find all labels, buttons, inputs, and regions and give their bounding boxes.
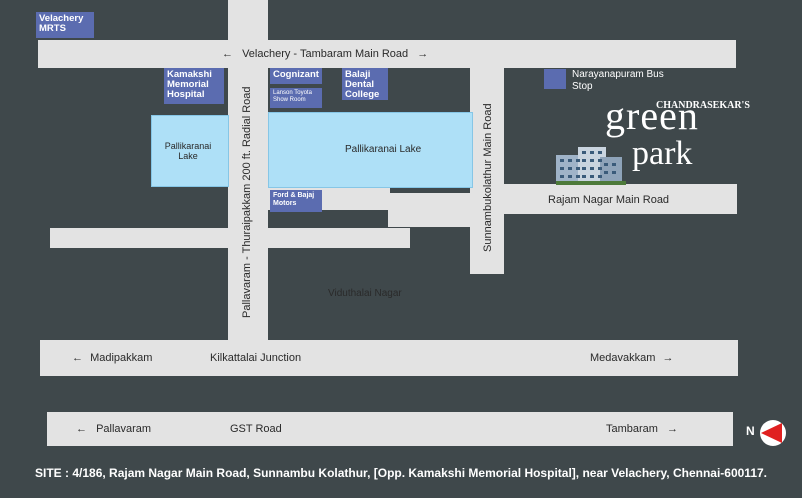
site-address-footer: SITE : 4/186, Rajam Nagar Main Road, Sun…: [35, 466, 767, 480]
sunnambukolathur-road: [470, 68, 504, 274]
velachery-tambaram-road: [38, 40, 736, 68]
radial-road-label: Pallavaram - Thuraipakkam 200 ft. Radial…: [241, 86, 253, 318]
arrow-left-icon: ←: [222, 48, 233, 60]
connector-road-mid: [388, 193, 478, 227]
arrow-left-icon: ←: [76, 423, 87, 435]
ford-bajaj-landmark: Ford & Bajaj Motors: [270, 190, 322, 212]
arrow-right-icon: →: [417, 48, 429, 60]
gst-road-label: GST Road: [230, 423, 282, 435]
compass-arrow-icon: [760, 420, 786, 446]
velachery-tambaram-road-label: ← Velachery - Tambaram Main Road →: [222, 48, 429, 60]
logo-park: park: [632, 135, 693, 172]
building-illustration: [556, 147, 626, 185]
lanson-toyota-landmark: Lanson Toyota Show Room: [270, 88, 322, 108]
pallikaranai-lake-right: [268, 112, 473, 188]
logo-green: green: [605, 93, 699, 138]
sunnambukolathur-road-label: Sunnambukolathur Main Road: [482, 103, 494, 252]
compass-label: N: [746, 424, 755, 438]
narayanapuram-bus-stop-label: Narayanapuram Bus Stop: [572, 69, 664, 92]
arrow-right-icon: →: [667, 423, 679, 435]
radial-road: [228, 0, 268, 342]
narayanapuram-bus-stop-marker: [544, 69, 566, 89]
pallikaranai-lake-left-label: Pallikaranai Lake: [164, 141, 212, 161]
gst-road: [47, 412, 733, 446]
kamakshi-hospital-landmark: Kamakshi Memorial Hospital: [164, 68, 224, 104]
madipakkam-label: ← Madipakkam: [72, 352, 153, 364]
arrow-right-icon: →: [662, 352, 674, 364]
rajam-nagar-road: [504, 184, 737, 214]
velachery-mrts-landmark: Velachery MRTS: [36, 12, 94, 38]
rajam-nagar-road-label: Rajam Nagar Main Road: [548, 194, 670, 206]
kilkattalai-road: [40, 340, 738, 376]
tambaram-label: Tambaram →: [606, 423, 679, 435]
medavakkam-label: Medavakkam →: [590, 352, 674, 364]
balaji-dental-landmark: Balaji Dental College: [342, 68, 388, 100]
arrow-left-icon: ←: [72, 352, 83, 364]
kilkattalai-junction-label: Kilkattalai Junction: [210, 352, 302, 364]
pallikaranai-lake-left: [151, 115, 229, 187]
pallikaranai-lake-right-label: Pallikaranai Lake: [345, 144, 422, 155]
cognizant-landmark: Cognizant: [270, 68, 322, 84]
connector-road-left: [50, 228, 410, 248]
viduthalai-nagar-label: Viduthalai Nagar: [328, 288, 402, 299]
pallavaram-label: ← Pallavaram: [76, 423, 152, 435]
logo-brand: CHANDRASEKAR'S: [656, 100, 750, 111]
